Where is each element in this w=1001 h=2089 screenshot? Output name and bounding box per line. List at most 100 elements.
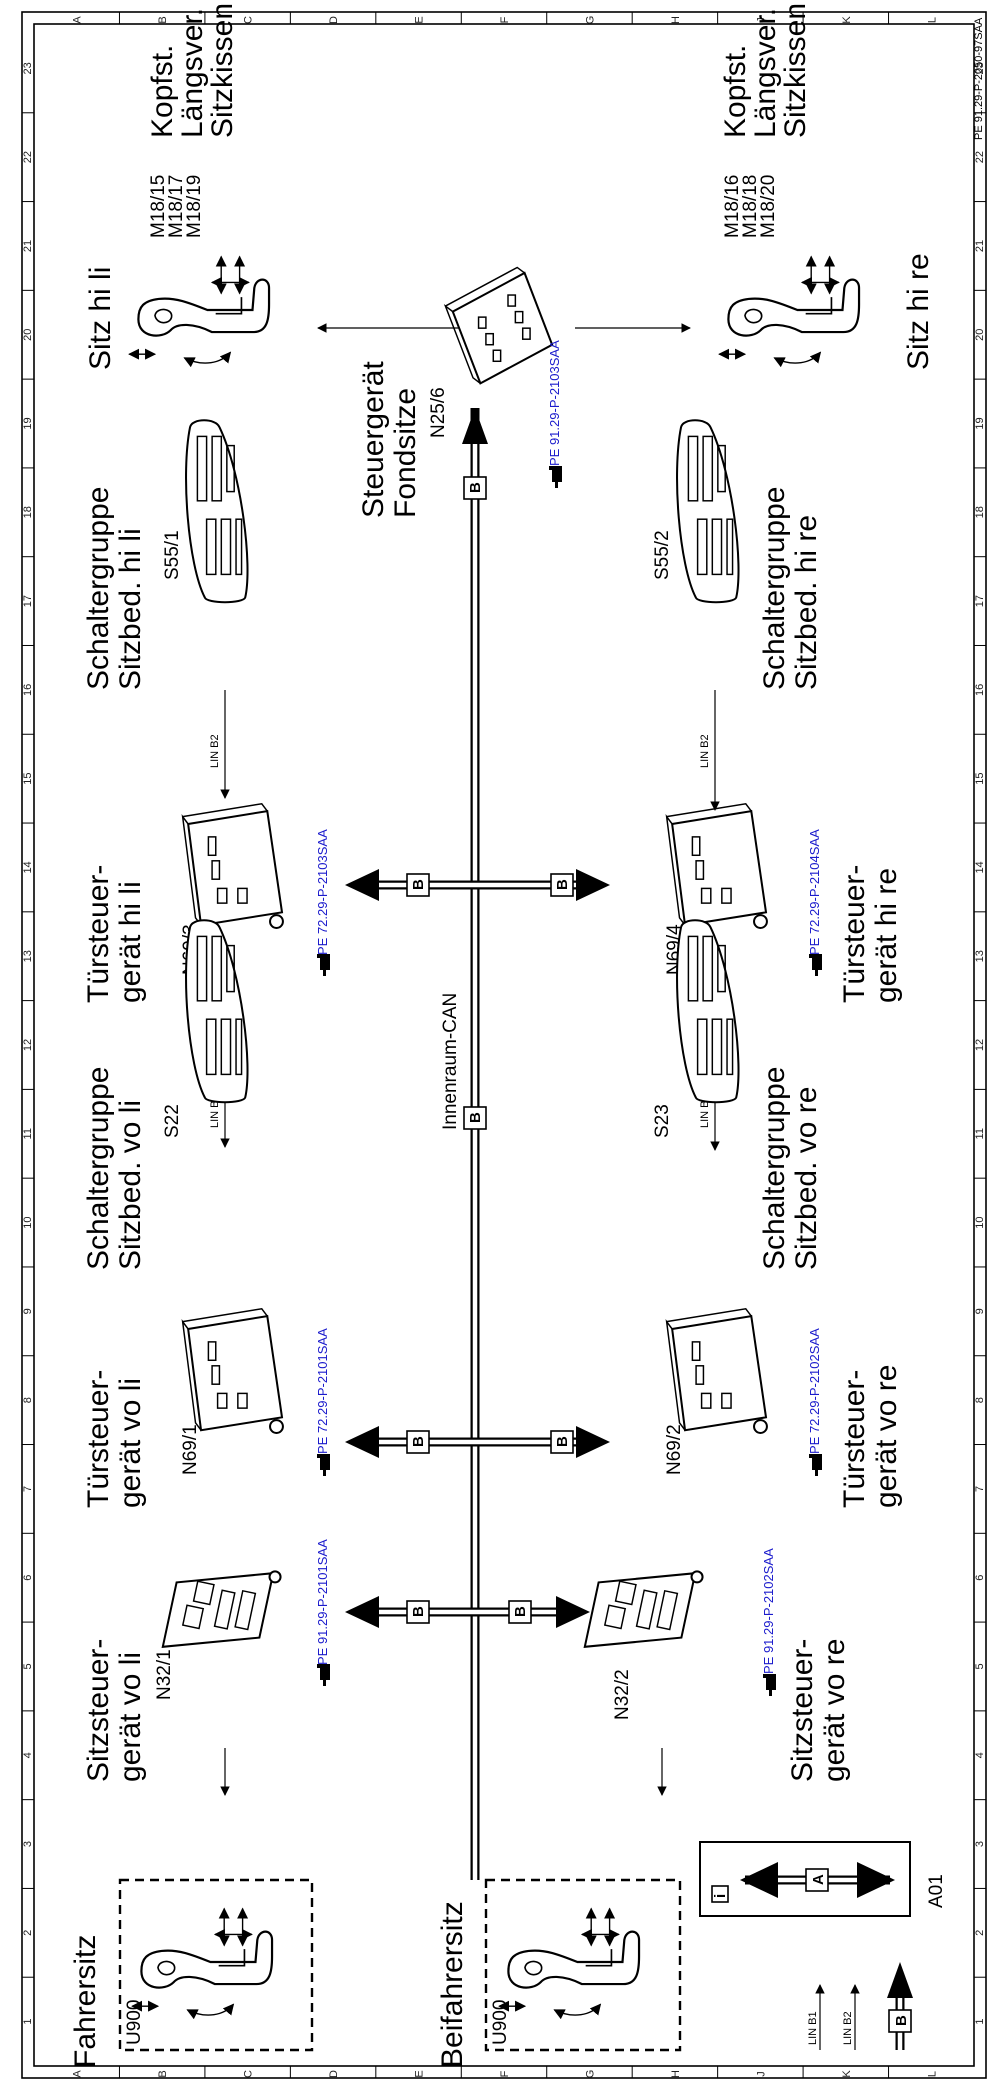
- grid-col-label: 6: [974, 1575, 986, 1581]
- n25-6-title-1: Steuergerät: [357, 361, 390, 518]
- legend-marker-b: B: [893, 2015, 910, 2026]
- rear-left-seat-label-3: Sitzkissen: [206, 3, 239, 138]
- n32-1-code: N32/1: [154, 1649, 175, 1700]
- s23-title-2: Sitzbed. vo re: [790, 1087, 823, 1270]
- grid-col-label: 16: [22, 684, 34, 696]
- n25-6-ref[interactable]: PE 91.29-P-2103SAA: [547, 340, 562, 466]
- passenger-seat-code: U900: [490, 2000, 511, 2045]
- rear-left-seat-label-2: Längsver.: [176, 8, 209, 138]
- s55-2-title-1: Schaltergruppe: [758, 487, 791, 690]
- n32-1-title-1: Sitzsteuer-: [82, 1639, 115, 1782]
- driver-seat: [118, 1878, 314, 2052]
- bus-marker: [406, 873, 430, 897]
- grid-row-label: F: [499, 2070, 511, 2077]
- grid-col-label: 15: [974, 773, 986, 785]
- bus-marker: [406, 1600, 430, 1624]
- grid-row-label: B: [157, 2070, 169, 2077]
- pointing-hand-icon: [549, 466, 562, 488]
- rear-left-seat-icon: [129, 257, 269, 363]
- n69-3-ref[interactable]: PE 72.29-P-2103SAA: [315, 829, 330, 955]
- s55-1-code: S55/1: [162, 530, 183, 580]
- n69-3-title-1: Türsteuer-: [82, 865, 115, 1003]
- pointing-hand-icon: [317, 1454, 330, 1476]
- n69-4-title-1: Türsteuer-: [838, 865, 871, 1003]
- passenger-seat-title: Beifahrersitz: [436, 1901, 469, 2068]
- legend-info-icon: i: [712, 1894, 729, 1898]
- n25-6-code: N25/6: [428, 387, 449, 438]
- bus-name: Innenraum-CAN: [440, 993, 461, 1130]
- grid-row-label: A: [72, 16, 84, 24]
- seat-control-unit-front-right-icon: [583, 1570, 704, 1648]
- n32-2-code: N32/2: [612, 1669, 633, 1720]
- rear-right-seat-label-2: Längsver.: [749, 8, 782, 138]
- n32-2-title-2: gerät vo re: [818, 1639, 851, 1782]
- bus-marker: [550, 1430, 574, 1454]
- lin-lines: [220, 690, 720, 1151]
- grid-col-label: 2: [22, 1930, 34, 1936]
- grid-col-label: 14: [974, 861, 986, 873]
- grid-col-label: 20: [22, 329, 34, 341]
- grid-col-label: 18: [974, 506, 986, 518]
- grid-col-label: 16: [974, 684, 986, 696]
- grid-col-label: 9: [974, 1308, 986, 1314]
- lin-b2-label-left: LIN B2: [209, 734, 221, 768]
- driver-seat-icon: [132, 1909, 272, 2015]
- bus-marker: [550, 873, 574, 897]
- switch-group-front-left-icon: [185, 919, 249, 1104]
- pointing-hand-icon: [317, 1664, 330, 1686]
- n32-2-ref[interactable]: PE 91.29-P-2102SAA: [761, 1548, 776, 1674]
- rear-left-seat-label-1: Kopfst.: [146, 45, 179, 138]
- grid-row-label: B: [157, 16, 169, 23]
- n69-1-ref[interactable]: PE 72.29-P-2101SAA: [315, 1328, 330, 1454]
- grid-col-label: 1: [974, 2019, 986, 2025]
- grid-col-label: 23: [22, 62, 34, 74]
- grid-row-label: H: [670, 2070, 682, 2078]
- grid-row-label: A: [72, 2070, 84, 2078]
- grid-col-label: 8: [974, 1397, 986, 1403]
- s55-1-title-1: Schaltergruppe: [82, 487, 115, 690]
- s22-code: S22: [162, 1104, 183, 1138]
- pointing-hand-icon: [809, 954, 822, 976]
- grid-col-label: 10: [974, 1216, 986, 1228]
- grid-col-label: 23: [974, 62, 986, 74]
- grid-col-label: 14: [22, 861, 34, 873]
- rear-right-seat-code-1: M18/16: [722, 175, 743, 238]
- passenger-seat-icon: [499, 1909, 639, 2015]
- n32-2-title-1: Sitzsteuer-: [786, 1639, 819, 1782]
- bus-marker-label: B: [410, 1606, 427, 1617]
- rear-left-seat-code-3: M18/19: [184, 175, 205, 238]
- n69-2-ref[interactable]: PE 72.29-P-2102SAA: [807, 1328, 822, 1454]
- grid-row-label: G: [584, 16, 596, 25]
- switch-group-front-right-icon: [676, 919, 740, 1104]
- grid-col-label: 4: [22, 1752, 34, 1758]
- grid-row-label: K: [841, 16, 853, 24]
- n69-3-title-2: gerät hi li: [114, 881, 147, 1003]
- switch-group-rear-right-icon: [676, 419, 740, 604]
- grid-row-label: E: [414, 16, 426, 23]
- grid-row-label: D: [328, 16, 340, 24]
- grid-col-label: 12: [974, 1039, 986, 1051]
- n69-1-code: N69/1: [180, 1424, 201, 1475]
- grid-col-label: 22: [22, 151, 34, 163]
- grid-row-label: K: [841, 2070, 853, 2078]
- grid-col-label: 5: [22, 1663, 34, 1669]
- legend: [699, 1841, 913, 2050]
- info-icon: [711, 1885, 729, 1903]
- grid-col-label: 19: [22, 417, 34, 429]
- n69-2-code: N69/2: [664, 1424, 685, 1475]
- n32-1-ref[interactable]: PE 91.29-P-2101SAA: [315, 1539, 330, 1665]
- rear-right-seat-title: Sitz hi re: [902, 253, 935, 370]
- grid-col-label: 21: [22, 240, 34, 252]
- grid-col-label: 21: [974, 240, 986, 252]
- grid-row-label: D: [328, 2070, 340, 2078]
- bus-marker-label: B: [467, 482, 484, 493]
- grid-row-label: G: [584, 2070, 596, 2079]
- n69-2-title-2: gerät vo re: [870, 1365, 903, 1508]
- n69-4-ref[interactable]: PE 72.29-P-2104SAA: [807, 829, 822, 955]
- grid-row-label: F: [499, 16, 511, 23]
- driver-seat-title: Fahrersitz: [69, 1935, 102, 2068]
- bus-marker-label: B: [410, 879, 427, 890]
- s23-code: S23: [652, 1104, 673, 1138]
- n69-1-title-1: Türsteuer-: [82, 1370, 115, 1508]
